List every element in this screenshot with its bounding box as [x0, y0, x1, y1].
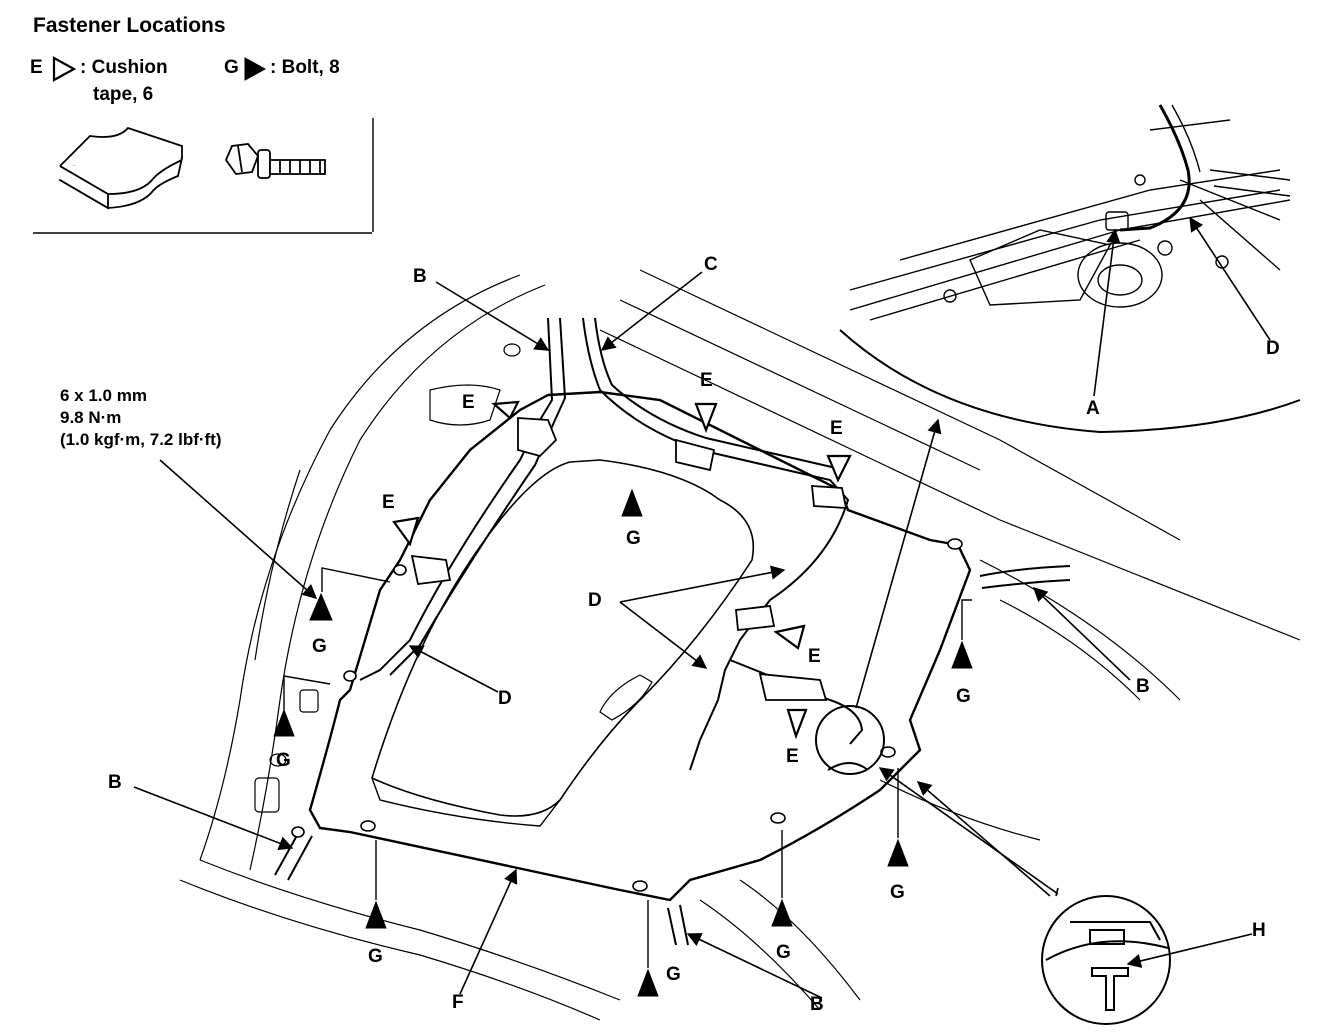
page-title: Fastener Locations: [33, 14, 226, 37]
torque-spec-imperial: (1.0 kgf·m, 7.2 lbf·ft): [60, 430, 222, 449]
g-brackets: [283, 567, 972, 968]
inset-detail: [839, 104, 1301, 434]
callout-e: E: [808, 646, 821, 667]
g-marker: [273, 708, 295, 737]
callout-a: A: [1086, 398, 1100, 419]
bolt-holes: [291, 538, 963, 892]
callout-d: D: [588, 590, 602, 611]
legend-e-text-line1: : Cushion: [80, 57, 168, 78]
e-marker: [773, 624, 806, 650]
callout-g: G: [276, 750, 291, 771]
g-marker: [771, 898, 793, 927]
callout-c: C: [704, 254, 718, 275]
callout-f: F: [452, 992, 464, 1013]
callout-g: G: [312, 636, 327, 657]
cushion-tape-legend-icon: [58, 126, 184, 210]
callout-e: E: [462, 392, 475, 413]
legend-e-letter: E: [30, 57, 43, 78]
leader-lines: [133, 216, 1271, 999]
g-marker: [309, 592, 333, 621]
callout-h: H: [1252, 920, 1266, 941]
callout-b: B: [413, 266, 427, 287]
g-marker: [621, 488, 643, 517]
callout-b: B: [810, 994, 824, 1015]
callout-d: D: [498, 688, 512, 709]
hood-insulator: [308, 390, 972, 902]
legend-frame: [33, 118, 374, 234]
cushion-tape-pieces: [410, 417, 848, 701]
callout-e: E: [700, 370, 713, 391]
callout-g: G: [368, 946, 383, 967]
e-marker: [826, 454, 852, 483]
callout-e: E: [786, 746, 799, 767]
torque-spec-size: 6 x 1.0 mm: [60, 386, 147, 405]
washer-hose: [274, 317, 1071, 946]
g-marker: [887, 838, 909, 867]
g-marker: [637, 968, 659, 997]
callout-b: B: [1136, 676, 1150, 697]
torque-spec-nm: 9.8 N·m: [60, 408, 122, 427]
e-marker: [52, 56, 77, 82]
callout-g: G: [776, 942, 791, 963]
legend-e-text-line2: tape, 6: [93, 84, 154, 105]
callout-e: E: [382, 492, 395, 513]
legend-g-text: : Bolt, 8: [270, 57, 340, 78]
cushion-tape-markers: [52, 56, 852, 740]
bolt-legend-icon: [224, 143, 326, 179]
callout-b: B: [108, 772, 122, 793]
e-marker: [491, 400, 520, 420]
e-marker: [694, 402, 718, 434]
g-marker: [951, 640, 973, 669]
inset-h-detail: [1041, 895, 1171, 1025]
callout-g: G: [626, 528, 641, 549]
g-marker: [244, 57, 267, 81]
callout-g: G: [890, 882, 905, 903]
body-outline: [179, 269, 1301, 1021]
e-marker: [786, 708, 808, 740]
callout-d: D: [1266, 338, 1280, 359]
g-marker: [365, 900, 387, 929]
e-marker: [392, 516, 420, 547]
callout-g: G: [956, 686, 971, 707]
nozzle-detail-circle: [815, 705, 885, 775]
bolt-markers: [244, 57, 973, 997]
callout-e: E: [830, 418, 843, 439]
legend-g-letter: G: [224, 57, 239, 78]
callout-g: G: [666, 964, 681, 985]
